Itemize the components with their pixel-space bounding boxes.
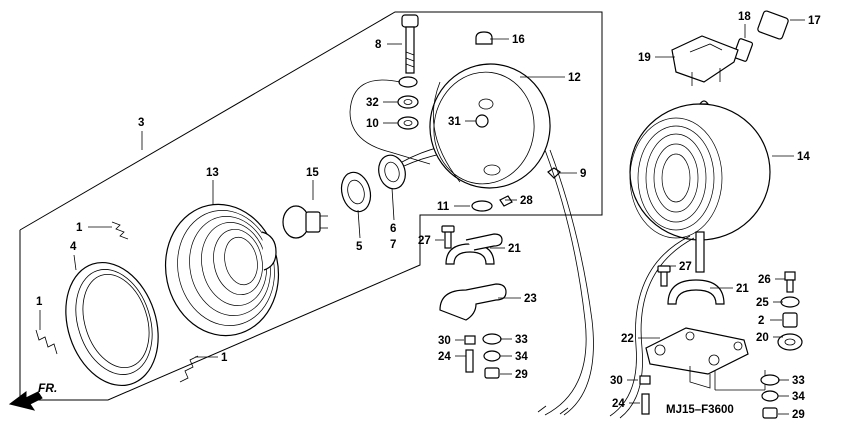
callout-c18: 18 — [738, 11, 751, 23]
callout-c30a: 30 — [438, 335, 451, 347]
socket-ring — [340, 171, 372, 213]
callout-c20: 20 — [756, 332, 769, 344]
left-bracket-parts — [439, 225, 507, 321]
bolt-washers — [349, 76, 431, 165]
callout-c27b: 27 — [679, 261, 692, 273]
callout-c1b: 1 — [36, 296, 43, 308]
callout-c29b: 29 — [792, 409, 805, 421]
callout-c31: 31 — [448, 116, 461, 128]
headlight-bulb — [282, 205, 328, 239]
callout-c26: 26 — [758, 274, 771, 286]
callout-c21b: 21 — [736, 283, 749, 295]
callout-c24a: 24 — [438, 351, 451, 363]
callout-c34a: 34 — [515, 351, 528, 363]
callout-c11: 11 — [437, 201, 450, 213]
callout-c33b: 33 — [792, 375, 805, 387]
callout-c6: 6 — [390, 223, 396, 235]
leader-line-c6 — [391, 187, 395, 221]
leader-line-c4 — [73, 254, 77, 271]
callout-c29a: 29 — [515, 369, 528, 381]
mounting-plate — [645, 327, 749, 389]
case-cap — [475, 31, 493, 45]
right-headlight-housing — [629, 100, 771, 273]
callout-c13: 13 — [206, 167, 219, 179]
right-bracket-parts — [657, 265, 725, 305]
leader-line-c5 — [357, 209, 361, 239]
callout-c17: 17 — [808, 15, 821, 27]
callout-c16: 16 — [512, 34, 525, 46]
headlight-rim — [65, 261, 159, 387]
headlight-reflector-unit — [164, 203, 280, 337]
callout-c2: 2 — [758, 315, 764, 327]
callout-c19: 19 — [638, 52, 651, 64]
spring-clips — [35, 221, 199, 383]
callout-c24b: 24 — [612, 398, 625, 410]
callout-c1a: 1 — [76, 222, 83, 234]
right-hardware — [777, 271, 803, 351]
callout-c7: 7 — [390, 239, 396, 251]
mounting-bolt — [401, 14, 419, 74]
callout-c30b: 30 — [610, 375, 623, 387]
callout-c3: 3 — [138, 117, 144, 129]
headlight-case — [429, 63, 551, 189]
callout-c1c: 1 — [221, 352, 228, 364]
callout-c28: 28 — [520, 195, 533, 207]
wire-harness-left — [537, 149, 594, 416]
callout-c34b: 34 — [792, 391, 805, 403]
callout-c10: 10 — [366, 118, 379, 130]
callout-c32: 32 — [366, 97, 379, 109]
callout-c21a: 21 — [508, 243, 521, 255]
left-hardware — [464, 333, 502, 379]
callout-c14: 14 — [797, 151, 810, 163]
callout-c22: 22 — [621, 333, 634, 345]
wire-harness-right — [609, 235, 695, 419]
front-direction-label: FR. — [38, 381, 57, 395]
front-direction-indicator: FR. — [8, 381, 57, 411]
connector-assembly — [671, 10, 789, 86]
front-arrow-icon — [8, 391, 43, 411]
callout-c8: 8 — [375, 39, 382, 51]
assembly-box-left — [19, 11, 603, 401]
callout-c12: 12 — [568, 72, 581, 84]
diagram-code: MJ15–F3600 — [666, 404, 734, 416]
callout-c23: 23 — [524, 293, 537, 305]
callout-c33a: 33 — [515, 334, 528, 346]
callout-c9: 9 — [580, 168, 586, 180]
callout-c25: 25 — [756, 297, 769, 309]
callout-c27a: 27 — [418, 235, 431, 247]
callout-c5: 5 — [356, 241, 363, 253]
callout-c4: 4 — [70, 241, 77, 253]
callout-c15: 15 — [306, 167, 319, 179]
